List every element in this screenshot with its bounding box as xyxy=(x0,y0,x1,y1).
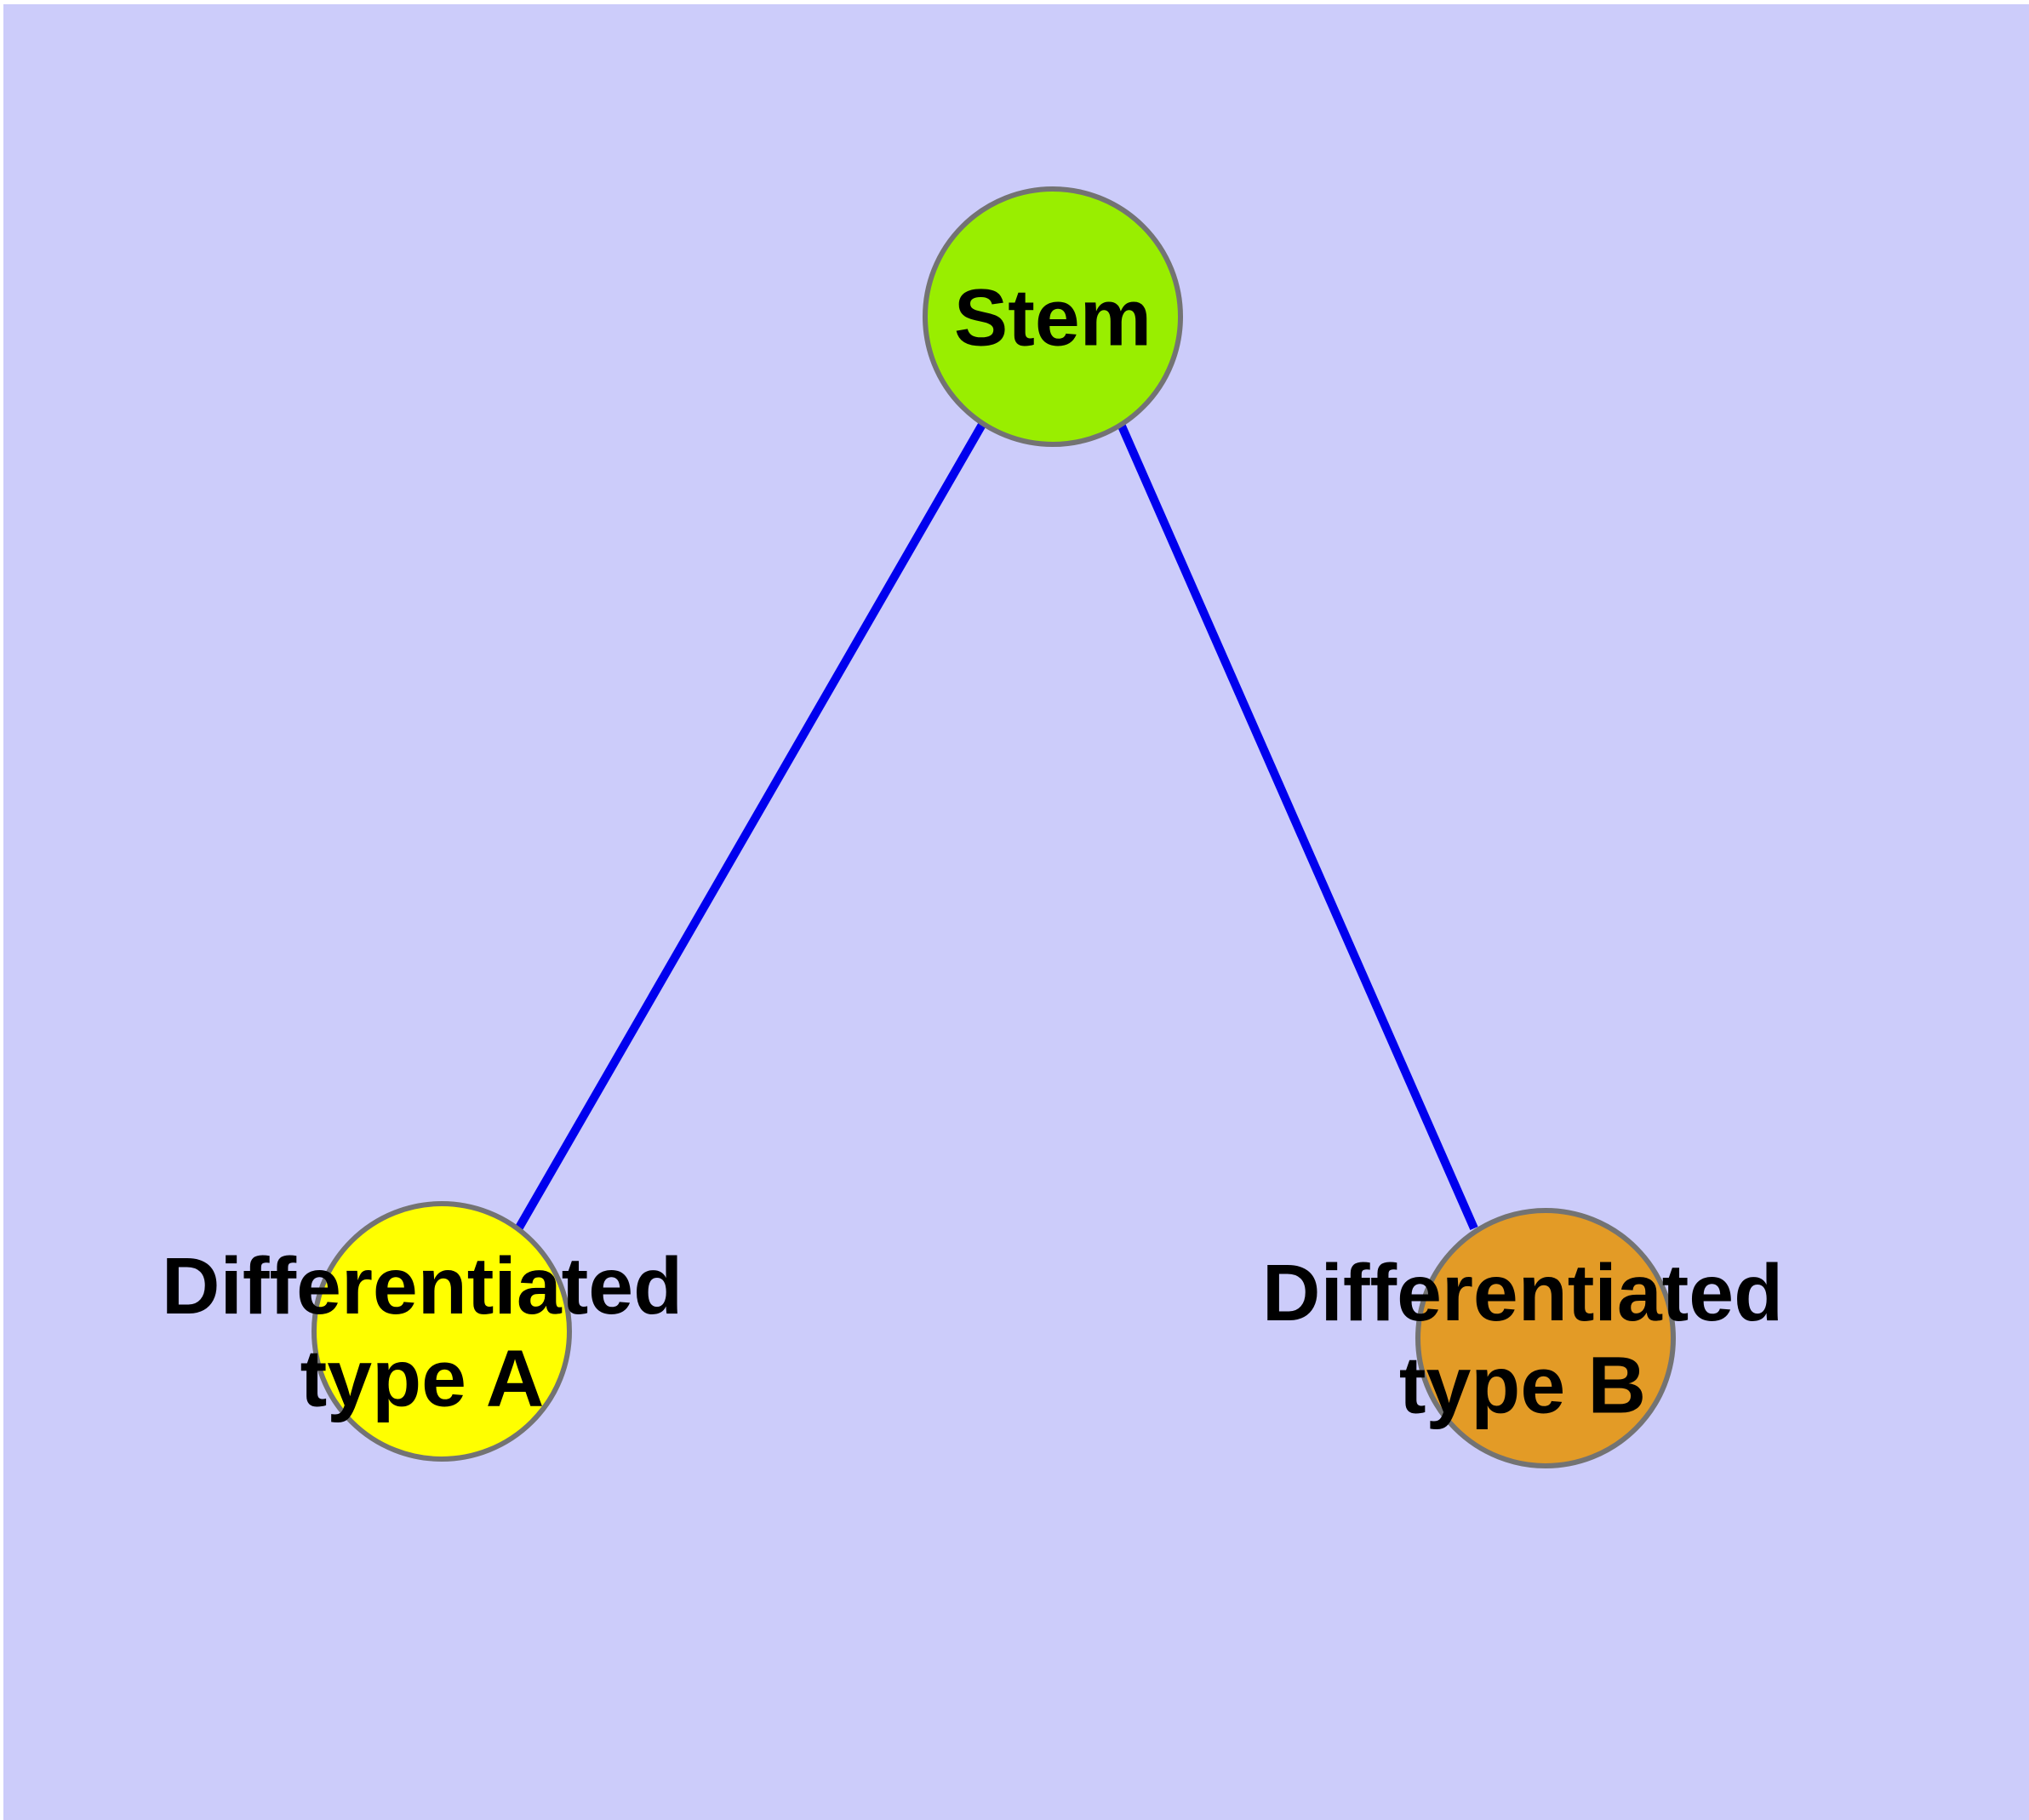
node-label-line: Differentiated xyxy=(1262,1248,1783,1338)
edge-stem-to-differentiated-type-b[interactable] xyxy=(1116,420,1478,1231)
node-stem[interactable] xyxy=(923,186,1183,447)
node-differentiated-type-b[interactable] xyxy=(1415,1208,1676,1468)
edge-stem-to-differentiated-type-a[interactable] xyxy=(515,421,987,1230)
node-differentiated-type-a[interactable] xyxy=(311,1201,572,1462)
node-differentiated-type-a-circle[interactable] xyxy=(311,1201,572,1462)
node-layer xyxy=(311,186,1676,1468)
node-label-line: type A xyxy=(300,1333,545,1423)
node-stem-circle[interactable] xyxy=(923,186,1183,447)
node-stem-label: Stem xyxy=(954,272,1152,363)
node-label-line: Differentiated xyxy=(162,1241,683,1331)
node-label-line: Stem xyxy=(954,272,1152,363)
node-label-line: type B xyxy=(1399,1340,1646,1430)
node-differentiated-type-b-circle[interactable] xyxy=(1415,1208,1676,1468)
edge-layer xyxy=(515,420,1478,1231)
